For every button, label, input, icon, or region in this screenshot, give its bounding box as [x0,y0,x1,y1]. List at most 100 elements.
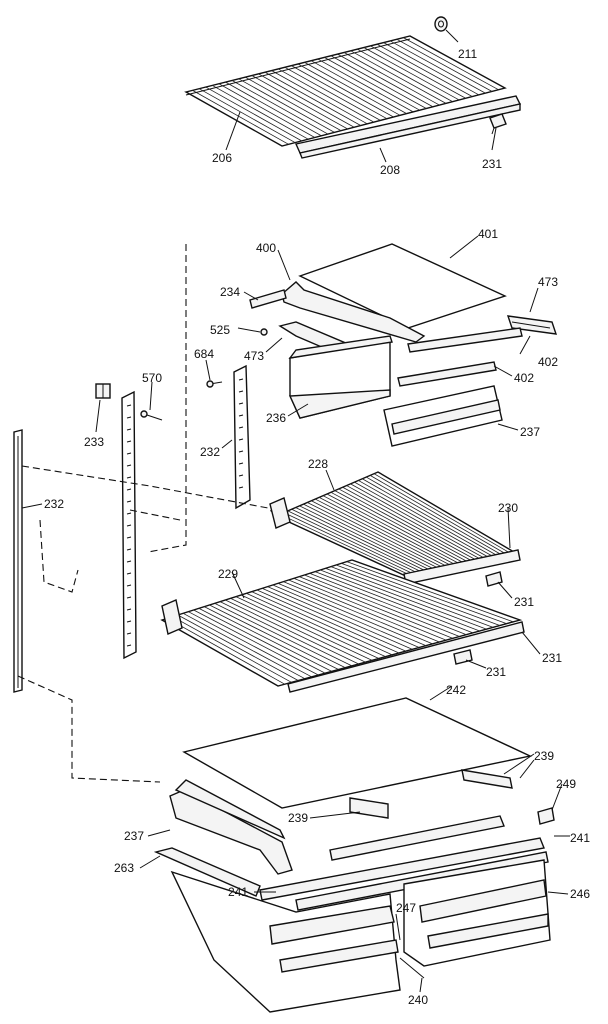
wire-line [126,572,132,575]
wire-line [350,483,487,560]
wire-line [307,502,443,571]
label-237-top: 237 [520,425,540,439]
wire-line [231,80,329,135]
label-263: 263 [114,861,134,875]
wire-line [256,589,400,654]
glass-cover-242 [182,697,533,809]
wire-line [311,500,447,570]
wire-line [209,604,339,670]
leader-lines [21,29,570,993]
wire-line [383,42,479,96]
wire-line [295,507,431,574]
wire-line [126,644,132,647]
wire-line [246,592,386,658]
shelf-trim-208 [295,95,522,159]
wire-line [350,50,447,104]
wire-line [126,536,132,539]
wire-line [336,564,500,626]
cap-211 [434,16,448,32]
label-228: 228 [308,457,328,471]
wire-line [126,632,132,635]
wire-line [314,571,474,634]
wire-line [225,599,359,665]
wire-line [230,597,366,663]
wire-line [354,481,491,559]
bracket-231-top [489,113,507,135]
wire-line [238,426,244,429]
label-236: 236 [266,411,286,425]
wire-line [376,43,473,97]
wire-line [126,464,132,467]
wire-line [212,85,309,140]
wire-line [238,438,244,441]
wire-line [310,60,407,114]
label-525: 525 [210,323,230,337]
wire-line [235,596,373,661]
wire-line [126,524,132,527]
drawer-247 [170,870,401,1013]
wire-line [396,38,493,92]
wire-line [167,617,285,685]
wire-line [126,512,132,515]
wire-line [126,488,132,491]
wire-line [126,416,132,419]
clip-233 [95,383,111,399]
wire-line [126,428,132,431]
wire-line [192,90,289,145]
slide-239-mid [349,797,389,819]
slide-239-right [461,769,513,789]
top-wire-shelf-206 [184,35,507,147]
label-232-right: 232 [200,445,220,459]
wire-line [370,45,466,99]
wire-line [218,83,315,138]
wire-line [238,378,244,381]
screw-684 [206,380,223,388]
phantom-lines [17,244,281,783]
trim-229-front [287,621,525,693]
label-473-left: 473 [244,349,264,363]
wire-line [126,476,132,479]
wire-line [219,601,353,667]
wire-line [238,402,244,405]
wire-line [330,491,467,565]
wire-line [188,611,312,678]
wire-line [126,548,132,551]
wire-line [177,614,299,681]
label-242: 242 [446,683,466,697]
label-233: 233 [84,435,104,449]
wire-line [251,75,348,130]
wire-line [271,70,368,125]
trim-402-b [397,361,497,387]
clip-249 [537,807,555,825]
wire-line [343,52,440,106]
wire-line [304,574,460,637]
wire-line [126,620,132,623]
wire-line [363,47,460,101]
wire-line [330,55,427,109]
wire-line [193,609,319,676]
wire-line [320,569,480,632]
wire-line [284,66,381,121]
wire-line [287,510,423,576]
wire-line [240,594,380,659]
label-402-right: 402 [538,355,558,369]
wire-line [309,572,467,636]
label-206: 206 [212,151,232,165]
wire-line [293,577,447,641]
wire-line [291,508,427,575]
label-237-bottom: 237 [124,829,144,843]
wire-line [126,584,132,587]
rail-241-right [329,815,505,861]
wire-line [267,586,413,650]
wire-line [277,582,427,647]
wire-line [264,71,361,126]
screw-570 [140,410,163,421]
wire-line [238,390,244,393]
wire-line [278,68,375,123]
wire-line [288,579,440,643]
wire-line [337,53,434,108]
label-211: 211 [458,47,477,61]
label-473-right: 473 [538,275,558,289]
wire-line [126,608,132,611]
wire-line [325,567,487,630]
